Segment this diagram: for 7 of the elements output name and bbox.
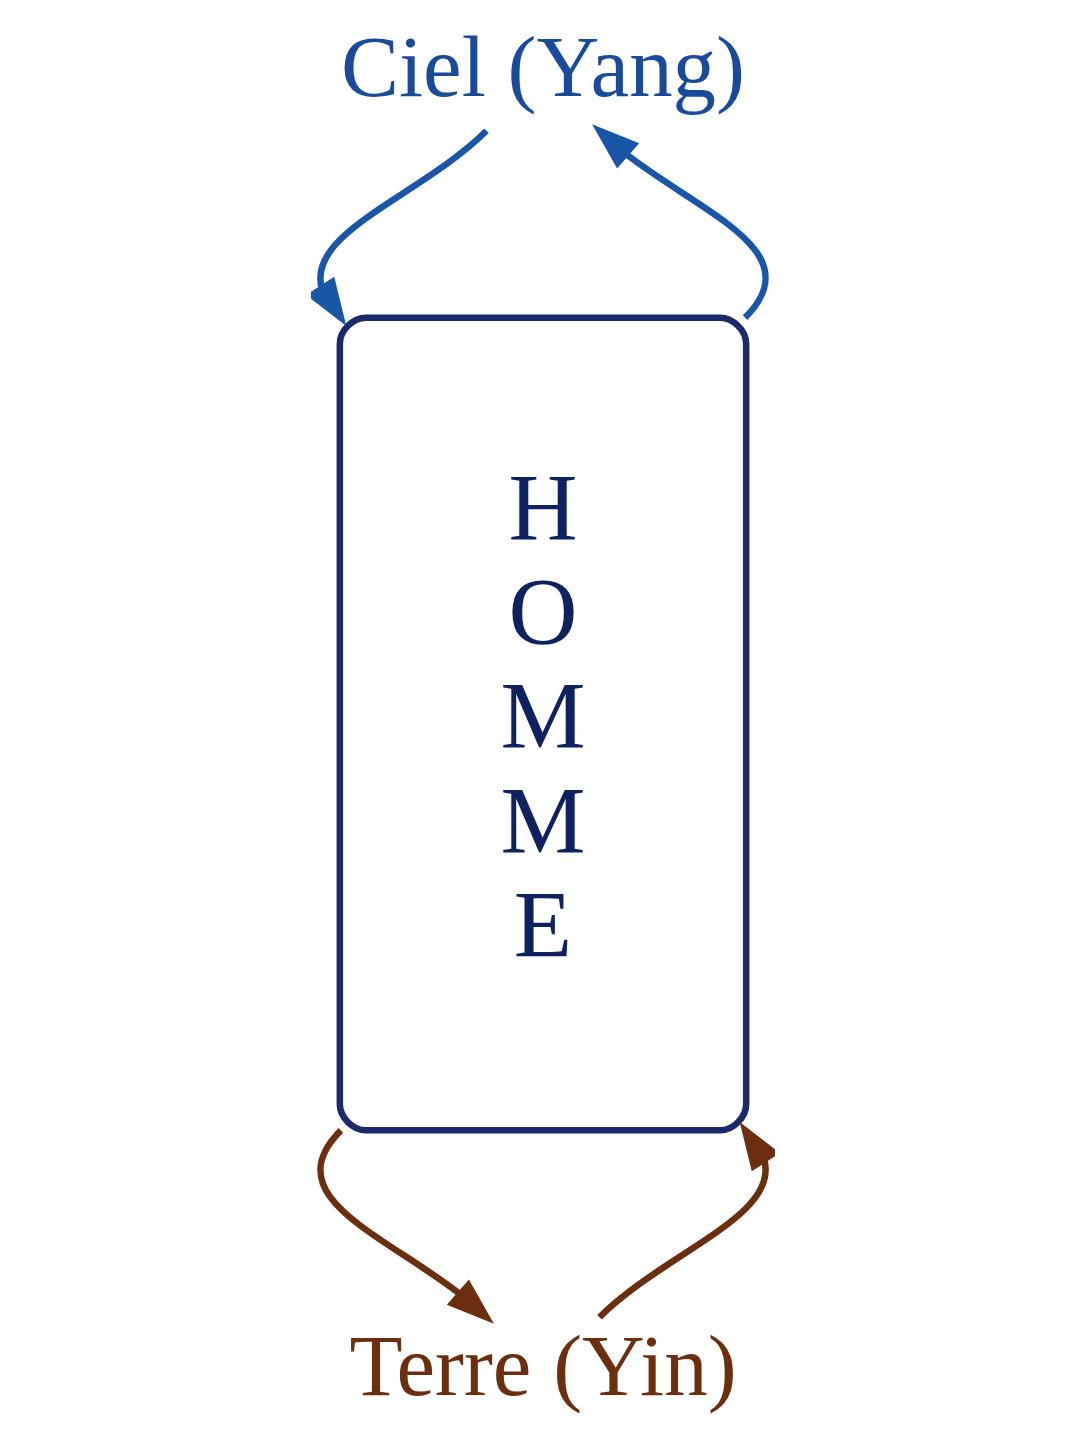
arrow (592, 124, 769, 320)
arrow (311, 128, 489, 326)
node-text: Terre (Yin) (349, 1318, 737, 1415)
arrow (317, 1128, 494, 1324)
node-text: Ciel (Yang) (341, 19, 745, 116)
node-box: HOMME (336, 314, 750, 1134)
arrow (597, 1122, 775, 1320)
